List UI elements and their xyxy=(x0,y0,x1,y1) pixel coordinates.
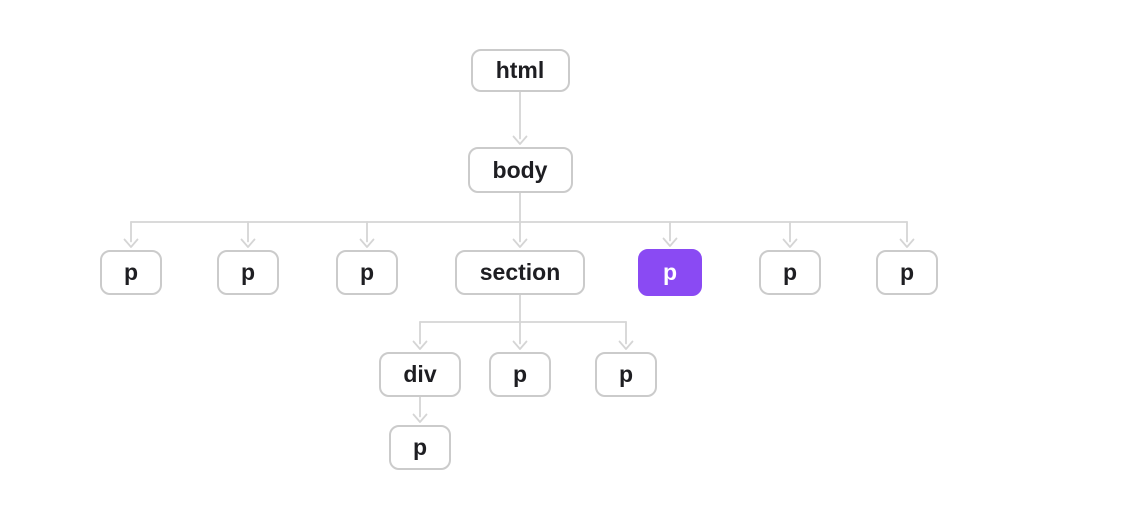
tree-node-body[interactable]: body xyxy=(467,147,573,193)
tree-node-p2[interactable]: p xyxy=(217,250,279,295)
tree-node-html[interactable]: html xyxy=(470,49,570,92)
tree-node-p9[interactable]: p xyxy=(389,425,451,470)
tree-node-p7[interactable]: p xyxy=(489,352,551,397)
tree-node-p1[interactable]: p xyxy=(100,250,162,295)
tree-node-p6[interactable]: p xyxy=(876,250,938,295)
tree-node-p3[interactable]: p xyxy=(336,250,398,295)
tree-node-p5[interactable]: p xyxy=(759,250,821,295)
tree-node-p8[interactable]: p xyxy=(595,352,657,397)
tree-node-p4[interactable]: p xyxy=(638,249,702,296)
tree-node-div1[interactable]: div xyxy=(379,352,461,397)
tree-node-section[interactable]: section xyxy=(455,250,585,295)
